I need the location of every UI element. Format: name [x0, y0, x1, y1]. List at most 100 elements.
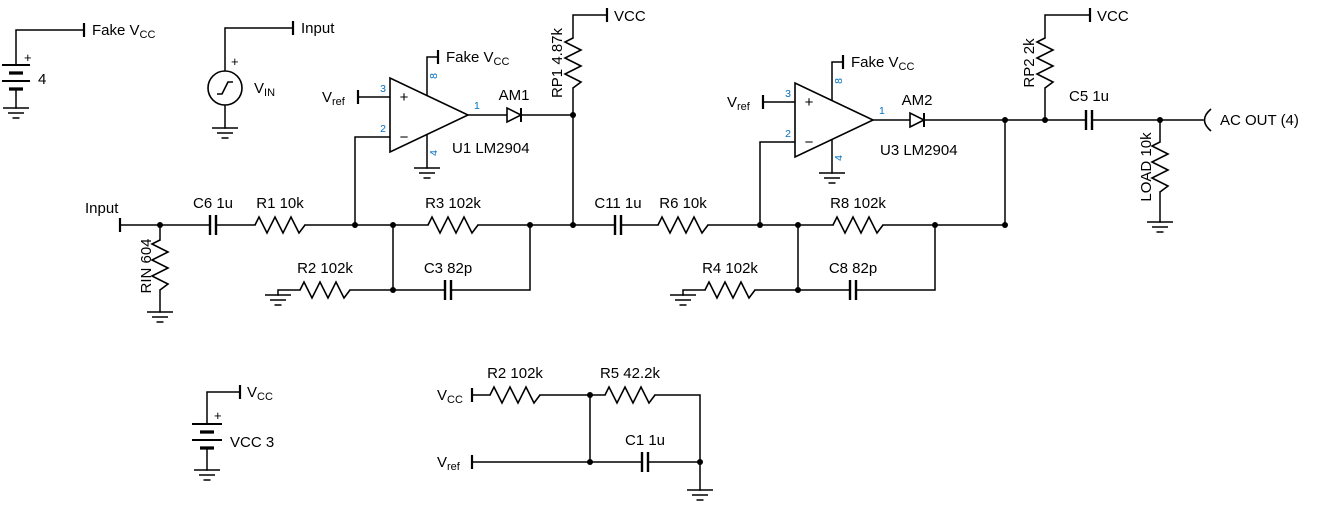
- source-vcc-battery: + VCC 3 VCC: [192, 384, 274, 451]
- junction-dot: [1002, 222, 1008, 228]
- vref-generator: VCC Vref R2 102k R5 42.2k C1 1u: [437, 365, 665, 473]
- wires-fake-vcc-battery: [15, 29, 85, 109]
- diode-am1-label: AM1: [499, 87, 530, 104]
- wires-rp1: [572, 14, 608, 116]
- capacitor-c8-plates: [848, 280, 858, 300]
- source-vin: + VIN Input: [207, 20, 335, 106]
- ground-vref-generator: [687, 489, 713, 501]
- resistor-gen-r2-body: [489, 385, 541, 405]
- resistor-rp2-label: RP2 2k: [1021, 38, 1038, 88]
- ground-u1: [414, 167, 440, 179]
- opamp-u1-name: U1 LM2904: [452, 140, 530, 157]
- opamp-u1-vref-label: Vref: [322, 89, 346, 108]
- ground-vin: [212, 127, 238, 139]
- fake-vcc-terminal-label: Fake VCC: [92, 22, 155, 41]
- resistor-rp1-body: [563, 37, 583, 89]
- resistor-r2: R2 102k: [297, 260, 353, 300]
- resistor-r3: R3 102k: [425, 195, 481, 235]
- wires-vin-source: [224, 27, 294, 129]
- gen-vref-label: Vref: [437, 454, 461, 473]
- resistor-rin: RIN 604: [138, 238, 170, 294]
- vin-name-label: VIN: [254, 80, 275, 99]
- opamp-u1-triangle: [389, 76, 470, 154]
- wires-stage1-signal: [119, 114, 616, 313]
- resistor-load-body: [1150, 141, 1170, 193]
- opamp-u3-name: U3 LM2904: [880, 142, 958, 159]
- resistor-load: LOAD 10k: [1138, 132, 1170, 202]
- battery-value: 4: [38, 71, 46, 88]
- junction-dot: [697, 459, 703, 465]
- resistor-rp1-label: RP1 4.87k: [549, 27, 566, 98]
- resistor-r4-label: R4 102k: [702, 260, 758, 277]
- capacitor-c11: C11 1u: [594, 195, 642, 235]
- junction-dot: [795, 222, 801, 228]
- capacitor-c5-label: C5 1u: [1069, 88, 1109, 105]
- junction-dot: [390, 287, 396, 293]
- junction-dot: [757, 222, 763, 228]
- resistor-r8-body: [832, 215, 884, 235]
- junction-dot: [1157, 117, 1163, 123]
- capacitor-c11-label: C11 1u: [594, 195, 641, 212]
- stage1-input-label: Input: [85, 200, 119, 217]
- junction-dot: [527, 222, 533, 228]
- capacitor-c6: C6 1u: [193, 195, 233, 235]
- ground-vcc-battery: [194, 469, 220, 481]
- opamp-u3-noninverting-sign: +: [805, 94, 814, 111]
- opamp-u1-pin2-number: 2: [380, 123, 386, 135]
- diode-am2-triangle: [909, 111, 926, 129]
- capacitor-c3: C3 82p: [424, 260, 472, 300]
- opamp-u1: + − 3 2 1 8 4 Vref Fake VCC U1 LM2904: [322, 49, 530, 157]
- gen-vcc-label: VCC: [437, 387, 463, 406]
- wires-u1: [357, 56, 574, 169]
- opamp-u3-vref-label: Vref: [727, 94, 751, 113]
- ground-r2: [265, 294, 291, 306]
- battery-value: VCC 3: [230, 434, 274, 451]
- resistor-r8: R8 102k: [830, 195, 886, 235]
- capacitor-c5-plates: [1084, 110, 1094, 130]
- capacitor-c1-label: C1 1u: [625, 432, 665, 449]
- diode-am1-triangle: [506, 106, 523, 124]
- resistor-r4-body: [704, 280, 756, 300]
- capacitor-c8: C8 82p: [829, 260, 877, 300]
- junction-dot: [795, 287, 801, 293]
- opamp-u1-power-label: Fake VCC: [446, 49, 509, 68]
- opamp-u3-triangle: [794, 81, 875, 159]
- ground-r4: [670, 294, 696, 306]
- resistor-r3-label: R3 102k: [425, 195, 481, 212]
- capacitor-c8-label: C8 82p: [829, 260, 877, 277]
- opamp-u1-inverting-sign: −: [400, 129, 409, 146]
- resistor-r8-label: R8 102k: [830, 195, 886, 212]
- battery-short-plates: [200, 430, 214, 450]
- resistor-rp2: RP2 2k: [1021, 37, 1055, 89]
- resistor-r4: R4 102k: [702, 260, 758, 300]
- opamp-u3-pin4-number: 4: [833, 155, 845, 161]
- opamp-u1-noninverting-sign: +: [400, 89, 409, 106]
- resistor-r1: R1 10k: [254, 195, 306, 235]
- resistor-r6-body: [657, 215, 709, 235]
- ac-out-terminal: AC OUT (4): [1203, 108, 1299, 132]
- wire-layer: [15, 8, 1204, 491]
- wires-stage2-signal: [620, 119, 1006, 296]
- resistor-r5-label: R5 42.2k: [600, 365, 661, 382]
- junction-dot: [390, 222, 396, 228]
- opamp-u1-pin8-number: 8: [428, 73, 440, 79]
- vcc-terminal-label: VCC: [247, 384, 273, 403]
- resistor-rp2-body: [1035, 37, 1055, 89]
- resistor-r6-label: R6 10k: [659, 195, 707, 212]
- wires-vcc-battery: [206, 391, 241, 471]
- opamp-u3-pin2-number: 2: [785, 128, 791, 140]
- capacitor-c3-plates: [443, 280, 453, 300]
- junction-dot: [157, 222, 163, 228]
- ground-layer: [3, 107, 1173, 501]
- resistor-rin-label: RIN 604: [138, 238, 155, 293]
- capacitor-c5: C5 1u: [1069, 88, 1109, 130]
- opamp-u3-power-label: Fake VCC: [851, 54, 914, 73]
- resistor-gen-r2-label: R2 102k: [487, 365, 543, 382]
- resistor-r5-body: [604, 385, 656, 405]
- wires-vref-generator: [471, 394, 701, 491]
- junction-dot: [587, 459, 593, 465]
- wires-output-section: [1044, 119, 1204, 223]
- source-fake-vcc-battery: + 4 Fake VCC: [2, 22, 155, 91]
